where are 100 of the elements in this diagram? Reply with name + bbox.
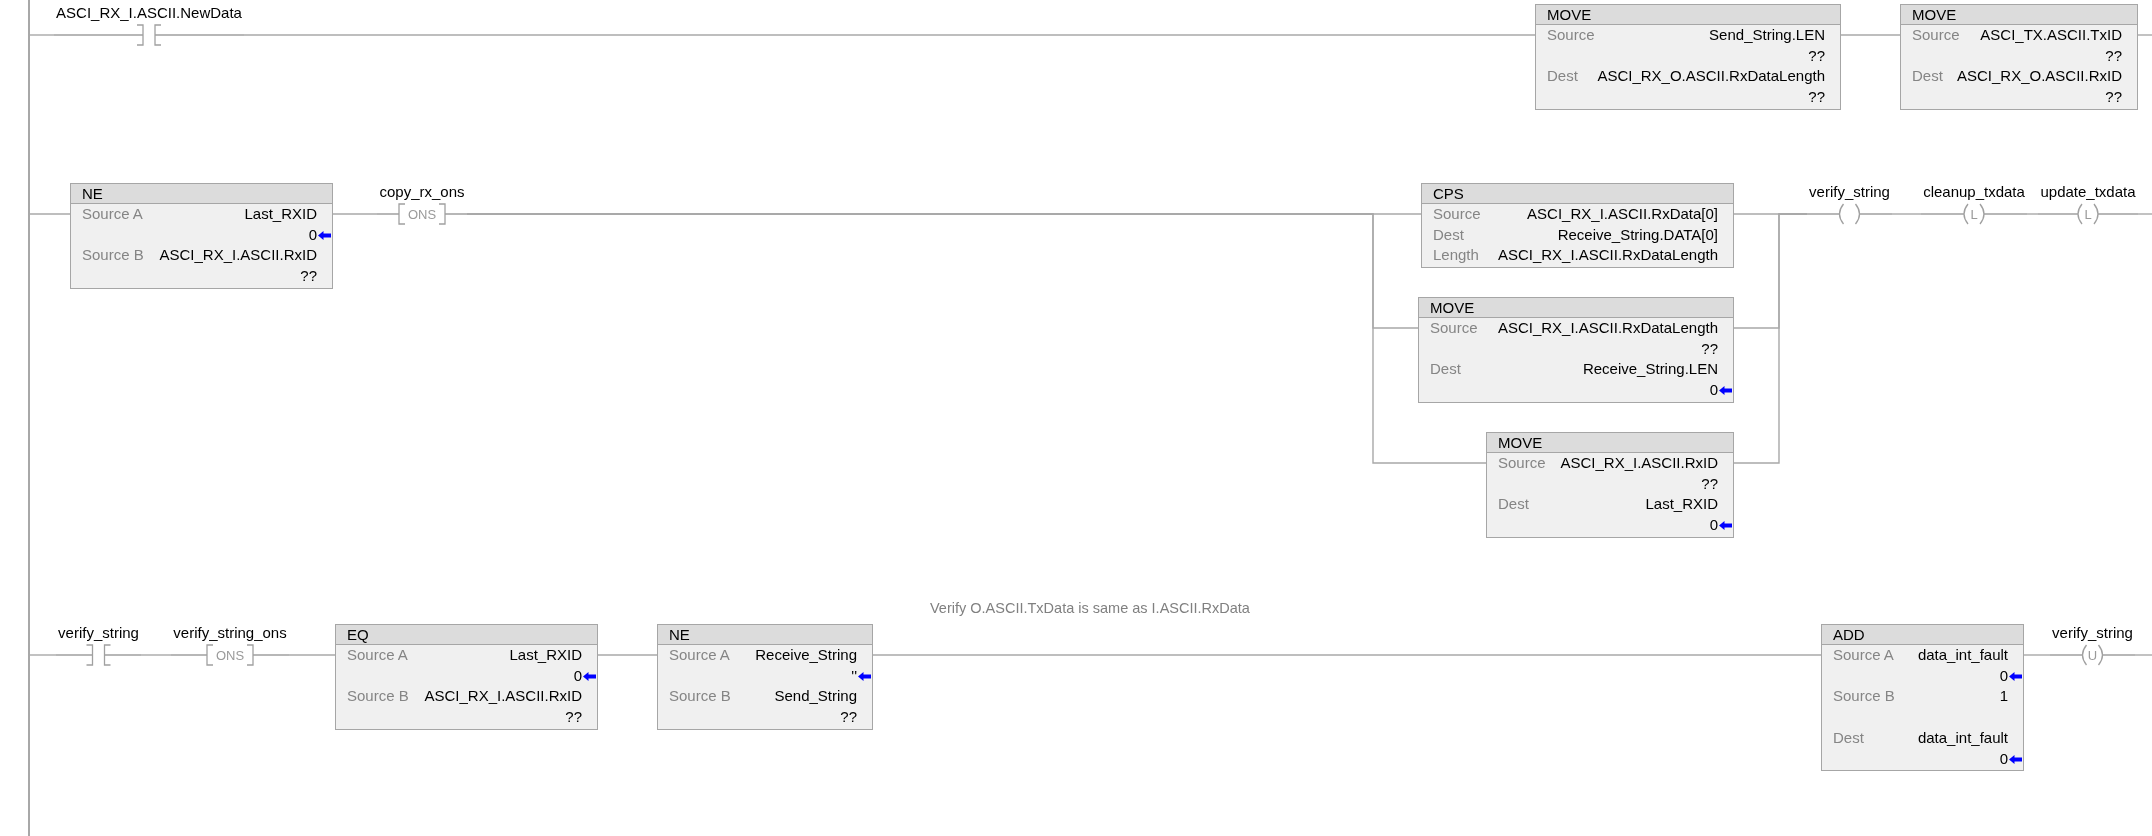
operand-label: Length: [1433, 245, 1479, 266]
rung-wire: [1891, 213, 1922, 215]
rung-wire: [332, 213, 378, 215]
operand-value: 0: [1709, 515, 1718, 536]
instruction-block: [70, 183, 333, 289]
operand-value: ??: [1808, 45, 1825, 66]
operand-label: Source: [1912, 25, 1960, 45]
operand-value: ASCI_RX_I.ASCII.RxID: [1560, 453, 1718, 473]
operand-label: Dest: [1430, 359, 1461, 380]
operand-value: ASCI_RX_I.ASCII.RxID: [424, 686, 582, 707]
operand-value: ??: [1808, 87, 1825, 108]
operand-value: Receive_String: [755, 645, 857, 665]
operand-value: 0: [1999, 665, 2008, 686]
rung-wire: [29, 213, 71, 215]
instruction-block: [1900, 4, 2138, 110]
operand-label: Source B: [82, 245, 144, 266]
instruction-block: [657, 624, 873, 730]
operand-label: Source A: [669, 645, 730, 665]
rung-wire: [2137, 213, 2152, 215]
coil-letter: L: [1970, 206, 1978, 222]
operand-value: 0: [573, 665, 582, 686]
operand-label: Source B: [1833, 686, 1895, 707]
operand-value: ASCI_RX_I.ASCII.RxData[0]: [1527, 204, 1718, 224]
operand-value: ASCI_TX.ASCII.TxID: [1980, 25, 2122, 45]
operand-value: 0: [1999, 748, 2008, 769]
operand-value: ??: [840, 707, 857, 728]
rung-wire: [466, 213, 1487, 464]
operand-label: Source: [1433, 204, 1481, 224]
operand-value: 1: [1999, 686, 2008, 707]
instruction-name: MOVE: [1419, 298, 1733, 318]
operand-label: Source: [1547, 25, 1595, 45]
instruction-name: ADD: [1822, 625, 2023, 645]
rung-wire: [1840, 34, 1901, 36]
rung-wire: [597, 654, 658, 656]
rung-wire: [288, 654, 336, 656]
operand-label: Source A: [82, 204, 143, 224]
rung-wire: [2023, 654, 2051, 656]
operand-value: '': [851, 665, 857, 686]
instruction-block: [1486, 432, 1734, 538]
operand-value: Last_RXID: [1645, 494, 1718, 515]
tag-name: verify_string: [58, 624, 139, 641]
operand-value: Send_String.LEN: [1709, 25, 1825, 45]
operand-value: ??: [300, 266, 317, 287]
operand-value: Receive_String.LEN: [1582, 359, 1718, 380]
operand-label: Source B: [669, 686, 731, 707]
rung-wire: [2026, 213, 2039, 215]
tag-name: ASCI_RX_I.ASCII.NewData: [56, 4, 242, 21]
operand-value: ??: [2105, 87, 2122, 108]
operand-value: Last_RXID: [509, 645, 582, 665]
operand-value: ASCI_RX_I.ASCII.RxDataLength: [1497, 318, 1718, 338]
operand-label: Source: [1498, 453, 1546, 473]
operand-value: ASCI_RX_O.ASCII.RxID: [1956, 66, 2122, 87]
rung-wire: [1733, 213, 1808, 464]
operand-value: Receive_String.DATA[0]: [1557, 224, 1718, 245]
operand-label: Dest: [1833, 727, 1864, 748]
operand-label: Source: [1430, 318, 1478, 338]
operand-value: ASCI_RX_I.ASCII.RxID: [159, 245, 317, 266]
rung-wire: [29, 654, 57, 656]
instruction-name: MOVE: [1487, 433, 1733, 453]
operand-value: ??: [565, 707, 582, 728]
instruction-block: [1821, 624, 2024, 772]
instruction-mnemonic: ONS: [407, 206, 437, 222]
instruction-name: CPS: [1422, 184, 1733, 204]
instruction-name: EQ: [336, 625, 597, 645]
tag-name: update_txdata: [2040, 183, 2136, 200]
operand-value: ASCI_RX_O.ASCII.RxDataLength: [1597, 66, 1825, 87]
rung-wire: [243, 34, 1536, 36]
operand-value: ASCI_RX_I.ASCII.RxDataLength: [1497, 245, 1718, 266]
rung-wire: [2134, 654, 2152, 656]
operand-label: Dest: [1912, 66, 1943, 87]
rung-wire: [872, 654, 1822, 656]
tag-name: verify_string: [1809, 183, 1890, 200]
operand-value: Last_RXID: [244, 204, 317, 224]
rung-wire: [29, 34, 55, 36]
operand-label: Source A: [1833, 645, 1894, 665]
instruction-mnemonic: ONS: [215, 647, 245, 663]
operand-value: ??: [2105, 45, 2122, 66]
operand-value: Send_String: [774, 686, 857, 707]
instruction-block: [1535, 4, 1841, 110]
operand-label: Dest: [1547, 66, 1578, 87]
instruction-name: NE: [71, 184, 332, 204]
tag-name: verify_string: [2052, 624, 2133, 641]
operand-label: Dest: [1498, 494, 1529, 515]
operand-label: Dest: [1433, 224, 1464, 245]
operand-value: ??: [1701, 338, 1718, 359]
instruction-name: NE: [658, 625, 872, 645]
operand-value: 0: [308, 224, 317, 245]
instruction-block: [1421, 183, 1734, 269]
tag-name: copy_rx_ons: [379, 183, 465, 200]
operand-value: data_int_fault: [1917, 645, 2008, 665]
tag-name: cleanup_txdata: [1923, 183, 2025, 200]
operand-label: Source B: [347, 686, 409, 707]
operand-value: data_int_fault: [1917, 727, 2008, 748]
rung-wire: [140, 654, 172, 656]
instruction-block: [1418, 297, 1734, 403]
tag-name: verify_string_ons: [173, 624, 287, 641]
coil-letter: L: [2084, 206, 2092, 222]
coil-letter: U: [2087, 647, 2098, 663]
rung-wire: [2137, 34, 2152, 36]
instruction-name: MOVE: [1536, 5, 1840, 25]
